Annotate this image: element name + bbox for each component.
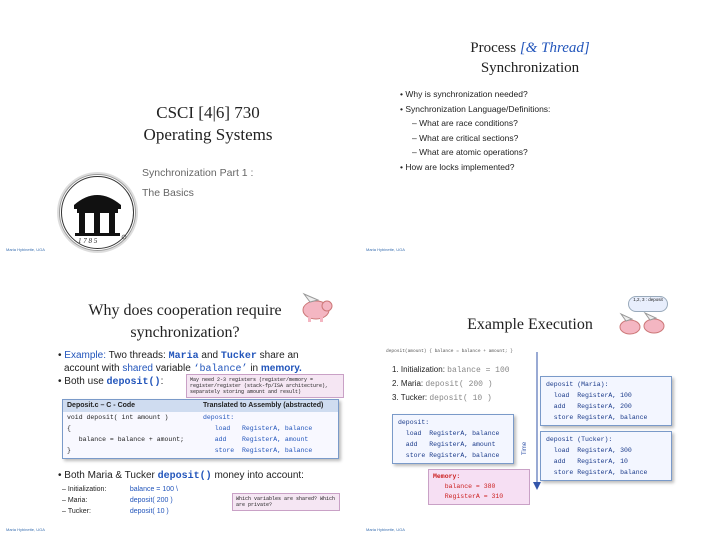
code-comparison-box: Deposit.c – C - Code Translated to Assem…: [62, 399, 339, 459]
text: :: [160, 376, 164, 387]
row-value: deposit( 200 ): [129, 497, 173, 504]
row-label: Initialization:: [67, 486, 107, 493]
deposit-fn: deposit(): [106, 377, 161, 388]
text: Two threads:: [105, 350, 169, 361]
step-label: Maria:: [400, 379, 426, 388]
list-item: Synchronization Language/Definitions:: [400, 102, 550, 117]
lecture-subtitle: Synchronization Part 1 : The Basics: [142, 163, 253, 203]
cooperation-title: Why does cooperation require synchroniza…: [55, 300, 315, 344]
example-label: Example:: [64, 350, 106, 361]
list-item: What are race conditions?: [400, 116, 550, 131]
bullet-example: • Example: Two threads: Maria and Tucker…: [58, 350, 302, 375]
step-code: balance = 100: [447, 366, 510, 375]
asm-header: Translated to Assembly (abstracted): [203, 402, 324, 409]
row-label: Maria:: [67, 497, 88, 504]
title-thread: [& Thread]: [519, 40, 590, 56]
step-num: 1.: [392, 365, 399, 374]
tucker-label: Tucker: [220, 351, 257, 362]
footer-author: Maria Hybinette, UGA: [366, 527, 405, 532]
course-code: CSCI [4|6] 730: [156, 103, 260, 122]
execution-title: Example Execution: [467, 316, 593, 333]
time-arrow-icon: [533, 352, 541, 490]
memory-balance: balance = 380: [433, 483, 496, 490]
title-process: Process: [470, 40, 520, 56]
outline-title: Process [& Thread] Synchronization: [400, 38, 660, 78]
logo-year: 1 7 8 5: [78, 237, 98, 245]
list-item: 3. Tucker: deposit( 10 ): [392, 391, 510, 405]
init-list: – Initialization:balance = 100 \ – Maria…: [62, 484, 178, 517]
time-label: Time: [522, 441, 528, 455]
title-synchronization: Synchronization: [480, 60, 580, 76]
memory-label: Memory:: [433, 473, 461, 480]
title-line-1: Why does cooperation require: [88, 302, 282, 319]
maria-asm-box: deposit (Maria): load RegisterA, 100 add…: [540, 376, 672, 426]
row-value: balance = 100 \: [129, 486, 178, 493]
memory-label: memory.: [260, 363, 302, 374]
subtitle-line-2: The Basics: [142, 187, 194, 199]
list-item: 1. Initialization: balance = 100: [392, 363, 510, 377]
text: Both use: [64, 376, 107, 387]
list-item: How are locks implemented?: [400, 160, 550, 175]
flying-pig-icon: [302, 292, 333, 322]
asm-code: deposit: load RegisterA, balance add Reg…: [203, 414, 313, 454]
course-name: Operating Systems: [143, 125, 273, 144]
maria-label: Maria: [168, 351, 199, 362]
footer-author: Maria Hybinette, UGA: [6, 527, 45, 532]
memory-box: Memory: balance = 380 RegisterA = 310: [428, 469, 530, 505]
flying-pigs-icon: [619, 312, 665, 335]
tucker-asm-box: deposit (Tucker): load RegisterA, 300 ad…: [540, 431, 672, 481]
shared-label: shared: [122, 363, 153, 374]
list-item: – Maria:deposit( 200 ): [62, 497, 173, 504]
row-value: deposit( 10 ): [129, 508, 169, 515]
deposit-fn: deposit(): [157, 471, 212, 482]
course-title: CSCI [4|6] 730 Operating Systems: [118, 102, 298, 146]
slide-title: CSCI [4|6] 730 Operating Systems Synchro…: [0, 0, 340, 255]
list-item: What are critical sections?: [400, 131, 550, 146]
footer-author: Maria Hybinette, UGA: [6, 247, 45, 252]
register-note: May need 2-3 registers (register/memory …: [186, 374, 344, 398]
arch-icon: [61, 176, 134, 249]
code-header: Deposit.c – C - Code Translated to Assem…: [63, 400, 338, 412]
memory-register: RegisterA = 310: [433, 493, 504, 500]
uga-arch-logo: 1 7 8 5: [59, 174, 136, 251]
step-num: 3.: [392, 393, 399, 402]
speech-bubble: 1,2, 3 : deposit: [628, 296, 668, 312]
deposit-definition: deposit(amount) { balance = balance + am…: [386, 349, 513, 354]
step-label: Tucker:: [400, 393, 430, 402]
list-item: – Initialization:balance = 100 \: [62, 486, 178, 493]
text: share an: [256, 350, 299, 361]
title-line-2: synchronization?: [130, 324, 240, 341]
row-label: Tucker:: [67, 508, 91, 515]
outline-list: Why is synchronization needed? Synchroni…: [400, 87, 550, 174]
balance-label: ‘balance’: [193, 364, 248, 375]
text: in: [247, 363, 261, 374]
step-num: 2.: [392, 379, 399, 388]
subtitle-line-1: Synchronization Part 1 :: [142, 167, 254, 179]
list-item: 2. Maria: deposit( 200 ): [392, 377, 510, 391]
list-item: Why is synchronization needed?: [400, 87, 550, 102]
step-code: deposit( 200 ): [425, 380, 493, 389]
step-code: deposit( 10 ): [429, 394, 492, 403]
text: account with: [64, 363, 123, 374]
deposit-asm-box: deposit: load RegisterA, balance add Reg…: [392, 414, 514, 464]
execution-steps: 1. Initialization: balance = 100 2. Mari…: [392, 363, 510, 405]
bullet-both: • Both Maria & Tucker deposit() money in…: [58, 470, 304, 482]
text: variable: [152, 363, 194, 374]
step-label: Initialization:: [400, 365, 448, 374]
list-item: What are atomic operations?: [400, 145, 550, 160]
footer-author: Maria Hybinette, UGA: [366, 247, 405, 252]
c-code: void deposit( int amount ) { balance = b…: [67, 414, 185, 454]
variables-question: Which variables are shared? Which are pr…: [232, 493, 340, 511]
text: and: [198, 350, 221, 361]
bullet-deposit: • Both use deposit():: [58, 376, 164, 388]
text: Both Maria & Tucker: [64, 470, 158, 481]
c-code-header: Deposit.c – C - Code: [67, 402, 136, 409]
list-item: – Tucker:deposit( 10 ): [62, 508, 169, 515]
text: money into account:: [211, 470, 304, 481]
